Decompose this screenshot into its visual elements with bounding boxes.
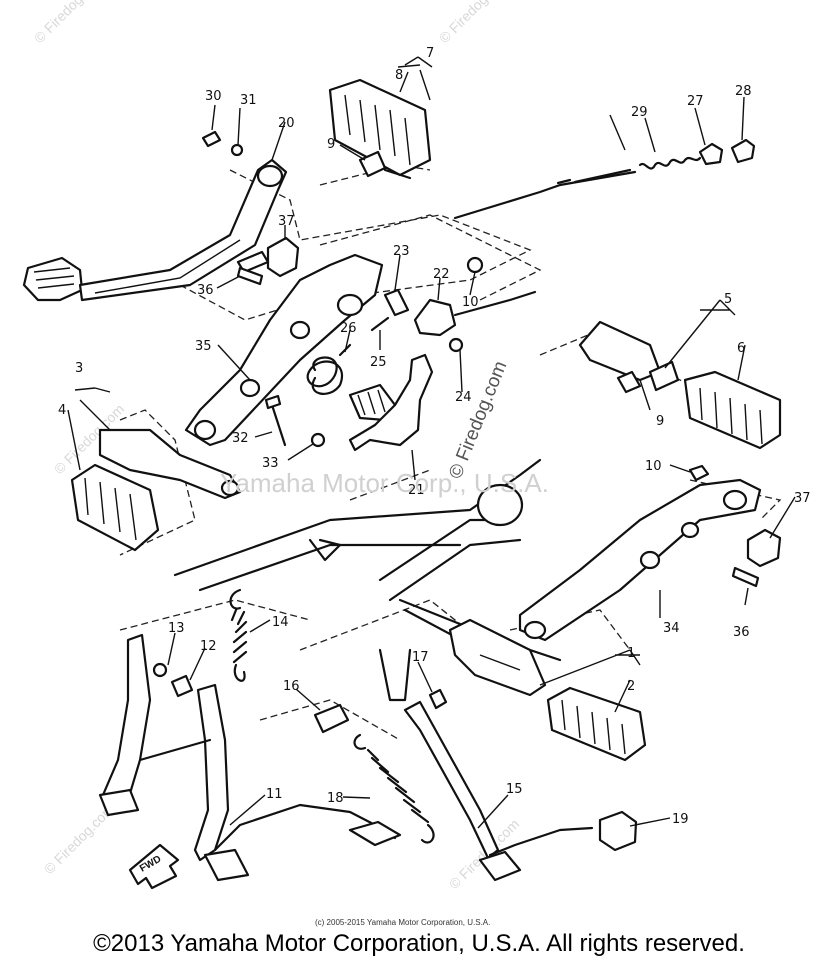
callout-37b: 37 xyxy=(794,491,811,506)
callout-15: 15 xyxy=(506,782,523,797)
callout-7: 7 xyxy=(426,46,434,61)
watermark-firedog-diagonal: © Firedog.com xyxy=(445,358,511,482)
spring-18 xyxy=(353,733,435,844)
callout-9b: 9 xyxy=(656,414,664,429)
pivot-bolt-16 xyxy=(313,703,350,734)
callout-23: 23 xyxy=(393,244,410,259)
footrest-3 xyxy=(98,428,242,500)
nut-17 xyxy=(428,688,448,710)
footer-copyright: ©2013 Yamaha Motor Corporation, U.S.A. A… xyxy=(93,930,745,957)
callout-31: 31 xyxy=(240,93,257,108)
callout-21: 21 xyxy=(408,483,425,498)
callout-13: 13 xyxy=(168,621,185,636)
watermark-corner-tl: © Firedog.com xyxy=(31,0,107,46)
callout-3: 3 xyxy=(75,361,83,376)
callout-27: 27 xyxy=(687,94,704,109)
callout-34: 34 xyxy=(663,621,680,636)
callout-24: 24 xyxy=(455,390,472,405)
callout-25: 25 xyxy=(370,355,387,370)
callout-8: 8 xyxy=(395,68,403,83)
callout-19: 19 xyxy=(672,812,689,827)
footrest-bracket-34 xyxy=(518,478,762,642)
small-copyright: (c) 2005-2015 Yamaha Motor Corporation, … xyxy=(315,918,490,927)
callout-37a: 37 xyxy=(278,214,295,229)
bolt-30 xyxy=(201,130,244,157)
callout-36b: 36 xyxy=(733,625,750,640)
callout-35: 35 xyxy=(195,339,212,354)
callout-26: 26 xyxy=(340,321,357,336)
fwd-arrow-icon: FWD xyxy=(128,843,180,890)
callout-28: 28 xyxy=(735,84,752,99)
callout-4: 4 xyxy=(58,403,66,418)
callout-11: 11 xyxy=(266,787,283,802)
footrest-rubber-8 xyxy=(328,78,432,180)
bolt-36a xyxy=(236,266,264,286)
callout-12: 12 xyxy=(200,639,217,654)
callout-32: 32 xyxy=(232,431,249,446)
bolt-32 xyxy=(264,394,326,448)
footrest-1 xyxy=(448,618,547,697)
callout-2: 2 xyxy=(627,679,635,694)
pin-23 xyxy=(383,288,410,317)
callout-33: 33 xyxy=(262,456,279,471)
watermark-yamaha: Yamaha Motor Corp., U.S.A. xyxy=(220,468,549,498)
bolt-12 xyxy=(152,662,194,698)
callout-leaders xyxy=(67,56,796,829)
pin-25 xyxy=(370,316,390,332)
callout-10b: 10 xyxy=(645,459,662,474)
callout-18: 18 xyxy=(327,791,344,806)
spring-26 xyxy=(306,343,352,395)
bushing-37a xyxy=(236,236,300,278)
rubber-19 xyxy=(598,810,638,852)
side-stand-15 xyxy=(403,700,594,882)
callout-1: 1 xyxy=(627,646,635,661)
footrest-5 xyxy=(578,320,680,394)
footrest-rubber-2 xyxy=(546,686,647,762)
nut-10b xyxy=(688,464,710,482)
frame-assembly xyxy=(173,458,562,702)
footrest-bracket-35 xyxy=(184,253,384,447)
callout-9a: 9 xyxy=(327,137,335,152)
main-stand-11 xyxy=(98,633,402,882)
callout-16: 16 xyxy=(283,679,300,694)
callout-36a: 36 xyxy=(197,283,214,298)
callout-10a: 10 xyxy=(462,295,479,310)
bolt-36b xyxy=(731,566,760,588)
callout-30: 30 xyxy=(205,89,222,104)
callout-6: 6 xyxy=(737,341,745,356)
footrest-rubber-6 xyxy=(683,370,782,450)
callout-29: 29 xyxy=(631,105,648,120)
brake-pedal xyxy=(22,158,288,302)
callout-20: 20 xyxy=(278,116,295,131)
spring-14 xyxy=(229,588,248,682)
callout-14: 14 xyxy=(272,615,289,630)
callout-5: 5 xyxy=(724,292,732,307)
footrest-rubber-4 xyxy=(70,463,160,552)
callout-22: 22 xyxy=(433,267,450,282)
brake-rod xyxy=(453,138,756,220)
callout-17: 17 xyxy=(412,650,429,665)
bushing-37b xyxy=(746,528,782,568)
watermark-corner-tm: © Firedog.com xyxy=(436,0,512,46)
callout-numbers: 7 8 9 30 31 20 37 36 23 22 10 29 27 28 5… xyxy=(58,46,811,827)
brake-arm-21 xyxy=(348,353,434,452)
